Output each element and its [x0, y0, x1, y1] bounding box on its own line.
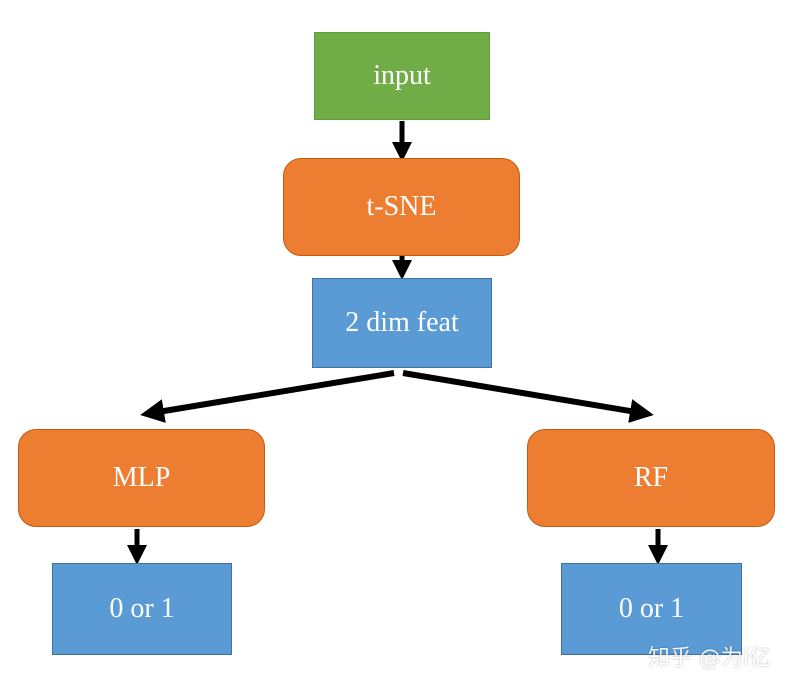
input-node: input: [314, 32, 490, 120]
input-node-label: input: [373, 60, 431, 91]
rf-output-label: 0 or 1: [618, 593, 685, 624]
arrow-feat-to-mlp: [140, 370, 395, 423]
mlp-output-label: 0 or 1: [109, 593, 175, 624]
rf-node-label: RF: [633, 462, 669, 493]
feature-node-label: 2 dim feat: [345, 307, 459, 338]
watermark: 知乎 @为i亿: [647, 646, 771, 671]
arrow-feat-to-rf: [402, 370, 654, 423]
mlp-node: MLP: [18, 429, 265, 527]
feature-node: 2 dim feat: [312, 278, 492, 368]
mlp-node-label: MLP: [112, 462, 171, 493]
rf-node: RF: [527, 429, 775, 527]
mlp-output-node: 0 or 1: [52, 563, 232, 655]
tsne-node: t-SNE: [283, 158, 520, 256]
rf-output-node: 0 or 1: [561, 563, 742, 655]
tsne-node-label: t-SNE: [366, 191, 437, 222]
